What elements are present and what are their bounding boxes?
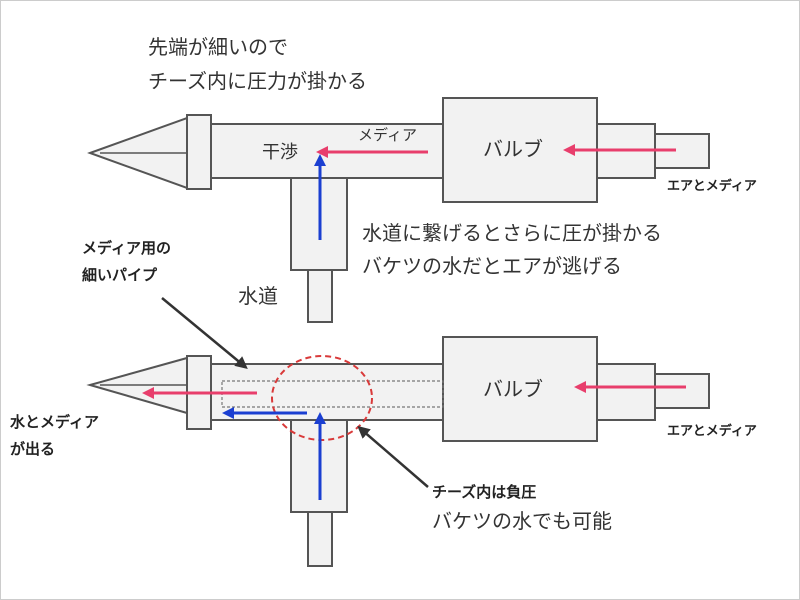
negative-pressure-label: チーズ内は負圧 [432, 483, 536, 501]
bottom-assembly [86, 336, 710, 567]
bottom-valve-outlet [596, 363, 656, 421]
caption-line-2: チーズ内に圧力が掛かる [148, 69, 367, 93]
note-line-1: 水道に繋げるとさらに圧が掛かる [362, 221, 662, 245]
bottom-valve-label: バルブ [483, 377, 543, 401]
interference-label: 干渉 [262, 142, 298, 163]
pipe-callout-line-1: メディア用の [82, 239, 171, 257]
bottom-water-hose [307, 511, 333, 567]
negative-pressure-circle [271, 355, 373, 441]
top-water-hose [307, 269, 333, 323]
bottom-air-media-label: エアとメディア [667, 423, 757, 439]
output-label-line-1: 水とメディア [10, 413, 99, 431]
top-nozzle-collar [186, 114, 212, 190]
bottom-air-hose [654, 373, 710, 409]
pipe-callout-line-2: 細いパイプ [82, 266, 158, 284]
bucket-ok-label: バケツの水でも可能 [432, 509, 612, 533]
caption-line-1: 先端が細いので [148, 35, 288, 59]
output-label-line-2: が出る [10, 440, 55, 458]
negative-pressure-callout-line [357, 425, 429, 488]
pipe-callout-line [161, 297, 248, 369]
bottom-valve-body [442, 336, 598, 442]
water-label: 水道 [238, 284, 278, 308]
top-valve-label: バルブ [483, 137, 543, 161]
note-line-2: バケツの水だとエアが逃げる [362, 254, 622, 278]
media-label: メディア [358, 126, 417, 144]
top-air-media-label: エアとメディア [667, 178, 757, 194]
